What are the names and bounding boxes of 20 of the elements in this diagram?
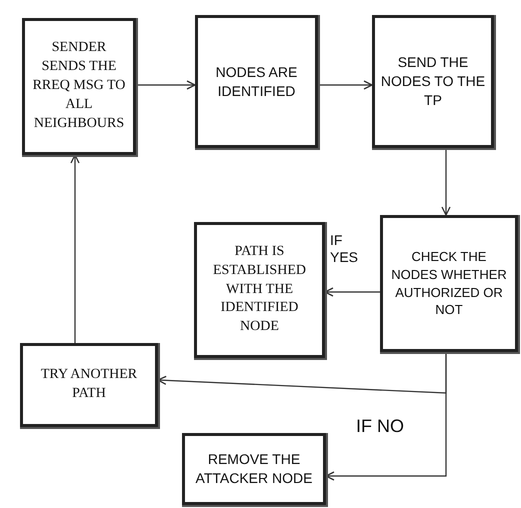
- process-box: [194, 222, 325, 358]
- box-text: PATH IS ESTABLISHED WITH THE IDENTIFIED NODE: [212, 242, 307, 336]
- process-box: [182, 433, 326, 505]
- process-box: [380, 215, 518, 352]
- arrow: [441, 148, 451, 216]
- box-text: CHECK THE NODES WHETHER AUTHORIZED OR NOT: [390, 248, 508, 319]
- box-text: NODES ARE IDENTIFIED: [214, 62, 298, 100]
- process-box: [372, 15, 494, 148]
- process-box: [22, 18, 136, 155]
- box-text: SENDER SENDS THE RREQ MSG TO ALL NEIGHBOURS: [32, 39, 126, 133]
- box-text: SEND THE NODES TO THE TP: [380, 53, 486, 110]
- arrow: [318, 80, 373, 90]
- box-text: TRY ANOTHER PATH: [40, 366, 138, 403]
- arrow: [70, 154, 80, 343]
- arrow: [136, 80, 196, 90]
- box-text: REMOVE THE ATTACKER NODE: [194, 450, 314, 488]
- arrow: [324, 287, 380, 297]
- process-box: [20, 343, 158, 427]
- arrow: [325, 352, 447, 481]
- process-box: [195, 15, 318, 148]
